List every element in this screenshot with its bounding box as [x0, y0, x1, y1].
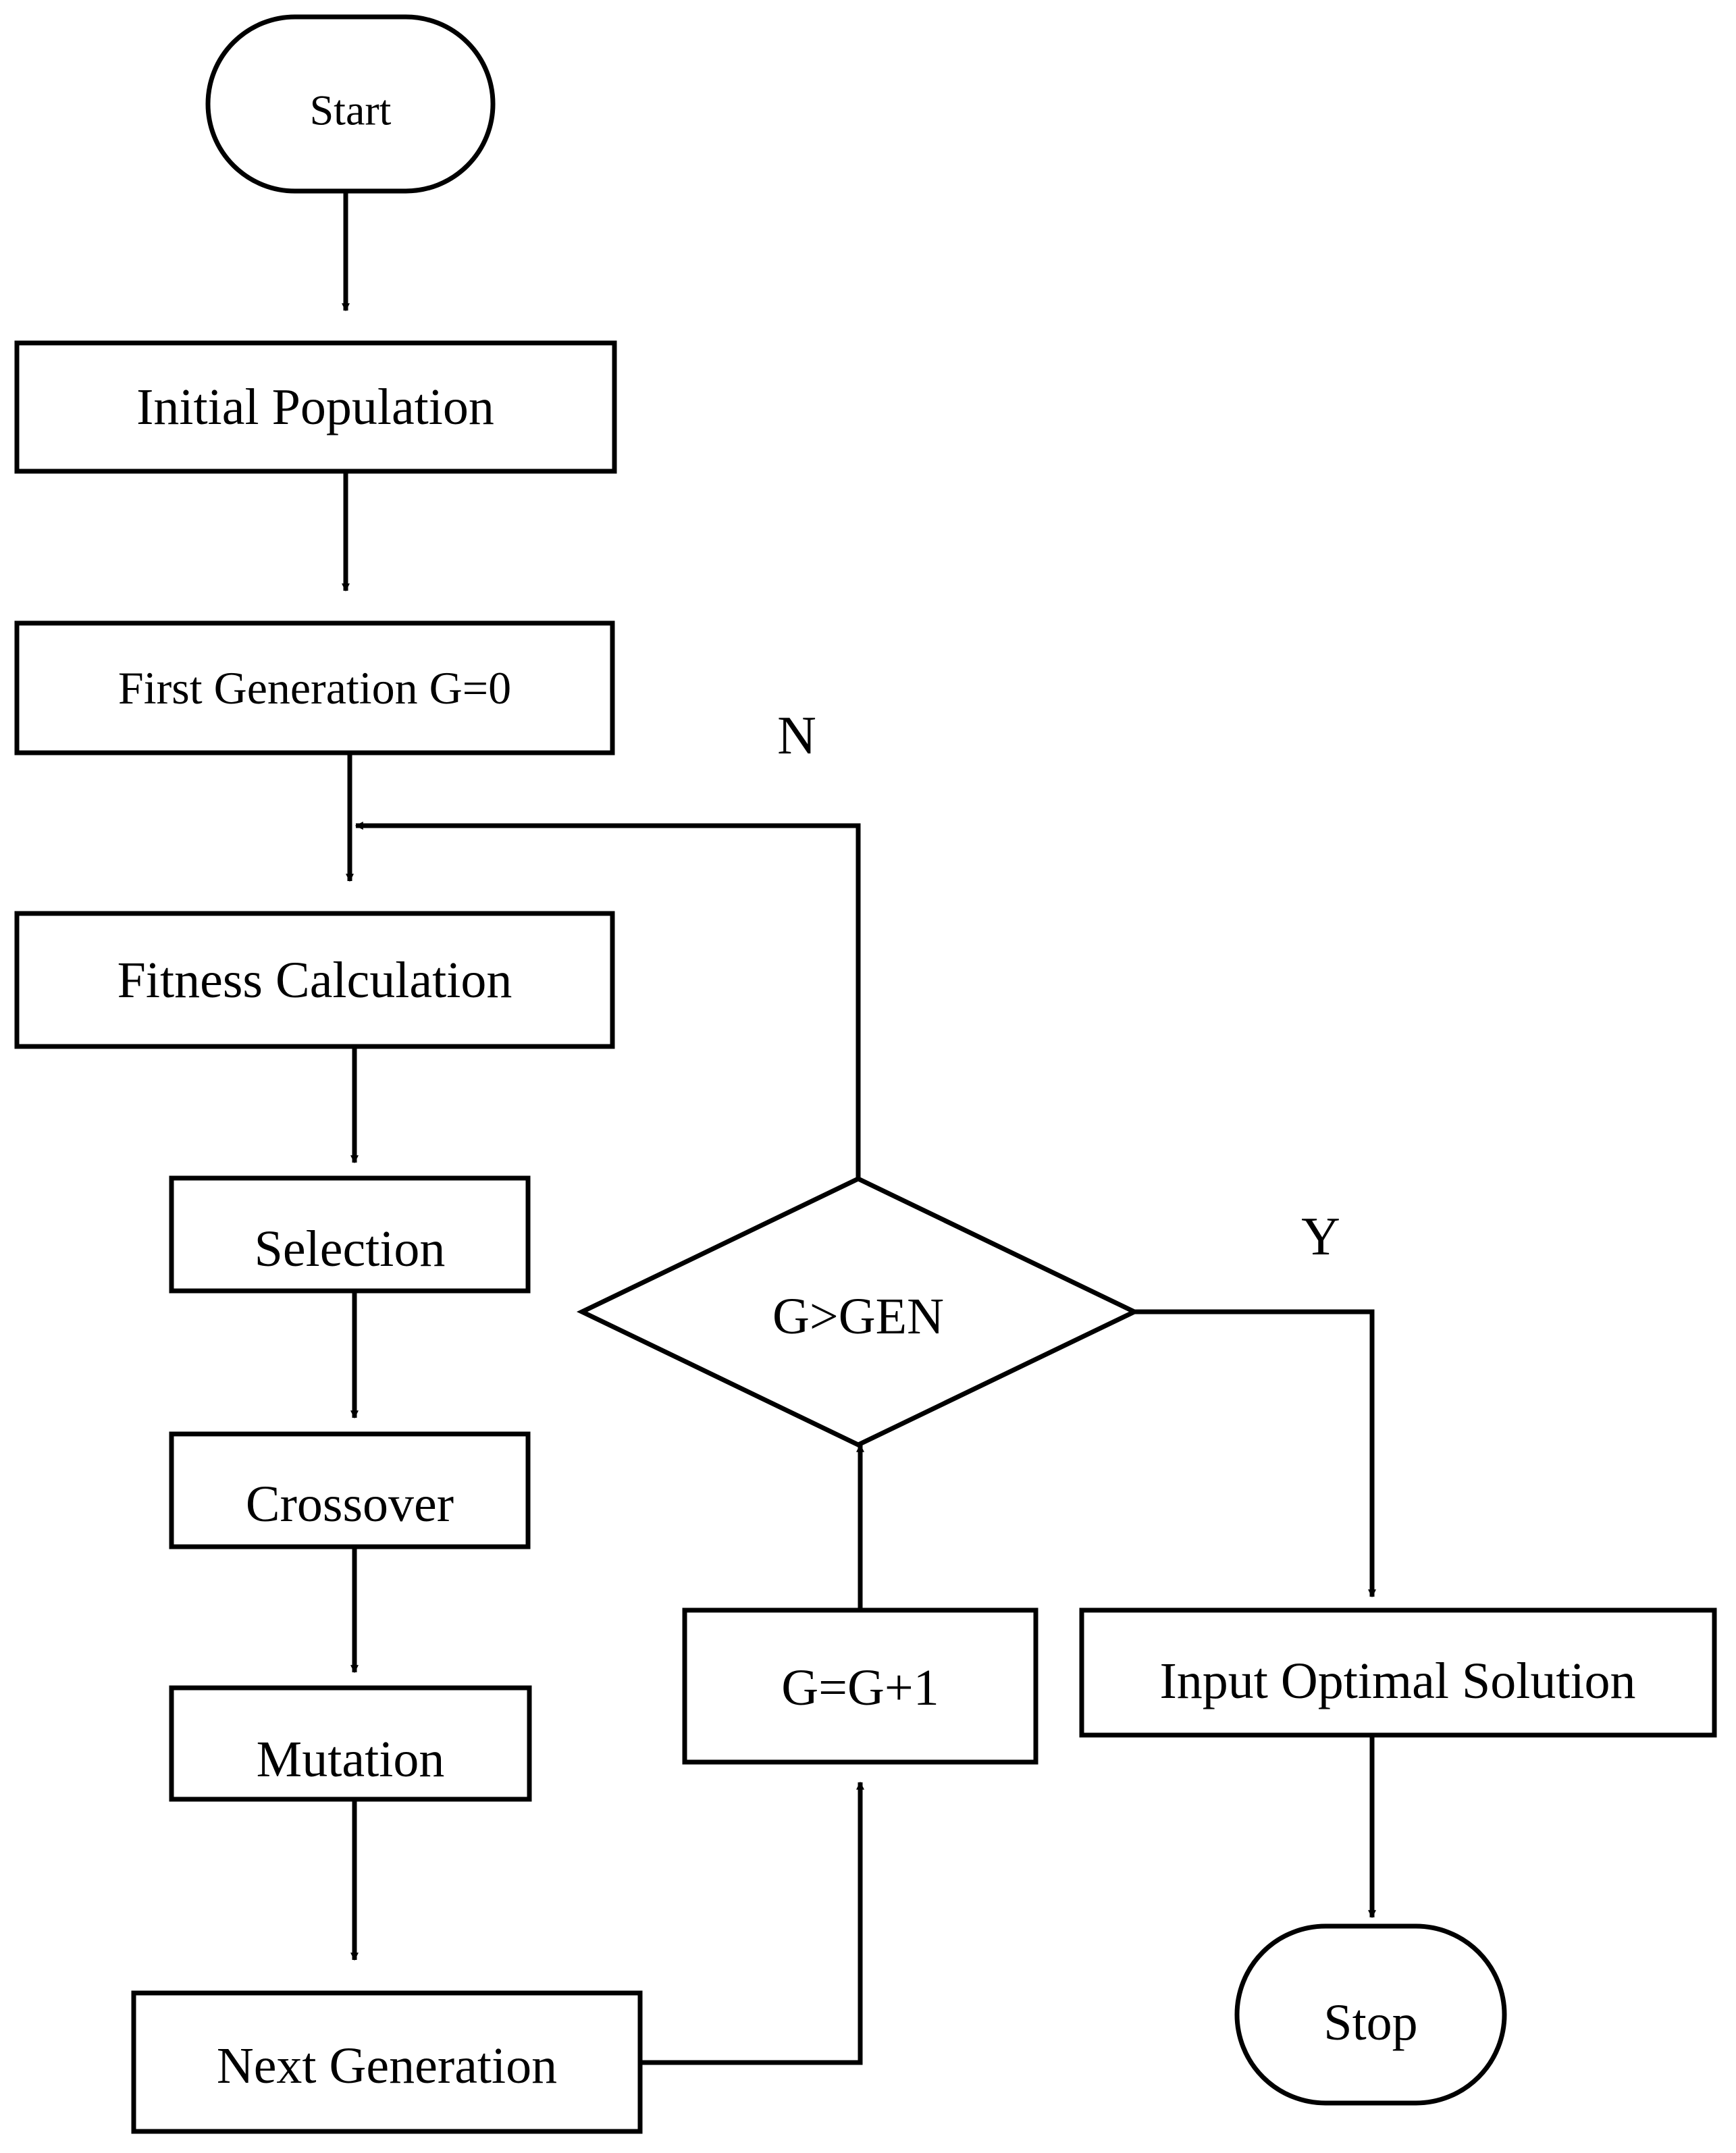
node-crossover: Crossover [169, 1431, 531, 1549]
node-decision: G>GEN [576, 1176, 1140, 1447]
node-output: Input Optimal Solution [1079, 1607, 1717, 1738]
node-first-generation: First Generation G=0 [14, 620, 615, 755]
decision-diamond [576, 1176, 1140, 1447]
decision-label: G>GEN [772, 1288, 944, 1345]
node-start: Start [205, 14, 496, 194]
branch-label-yes: Y [1301, 1207, 1340, 1267]
mutation-box [169, 1685, 532, 1802]
next-generation-label: Next Generation [217, 2038, 557, 2094]
node-fitness-calculation: Fitness Calculation [14, 911, 615, 1049]
start-label: Start [310, 86, 392, 134]
edge-next-generation-to-increment [640, 1781, 864, 2065]
branch-label-no: N [777, 706, 816, 766]
selection-box [169, 1175, 531, 1294]
output-label: Input Optimal Solution [1159, 1653, 1635, 1709]
crossover-label: Crossover [246, 1476, 454, 1533]
edge-decision-yes-to-output [1134, 1309, 1376, 1598]
selection-label: Selection [255, 1221, 446, 1277]
first-generation-box [14, 620, 615, 755]
first-generation-label: First Generation G=0 [118, 662, 511, 714]
initial-population-box [14, 340, 617, 474]
node-mutation: Mutation [169, 1685, 532, 1802]
increment-box [682, 1607, 1038, 1765]
crossover-box [169, 1431, 531, 1549]
fitness-calculation-label: Fitness Calculation [117, 952, 512, 1009]
fitness-calculation-box [14, 911, 615, 1049]
next-generation-box [131, 1990, 643, 2134]
node-next-generation: Next Generation [131, 1990, 643, 2134]
mutation-label: Mutation [257, 1731, 445, 1788]
node-stop: Stop [1234, 1923, 1507, 2106]
connectors [342, 191, 1376, 2065]
stop-terminator [1234, 1923, 1507, 2106]
increment-label: G=G+1 [781, 1659, 939, 1716]
node-selection: Selection [169, 1175, 531, 1294]
initial-population-label: Initial Population [136, 379, 494, 435]
stop-label: Stop [1323, 1994, 1417, 2051]
node-increment: G=G+1 [682, 1607, 1038, 1765]
start-terminator [205, 14, 496, 194]
edge-decision-no-loop [354, 822, 861, 1179]
node-initial-population: Initial Population [14, 340, 617, 474]
output-box [1079, 1607, 1717, 1738]
